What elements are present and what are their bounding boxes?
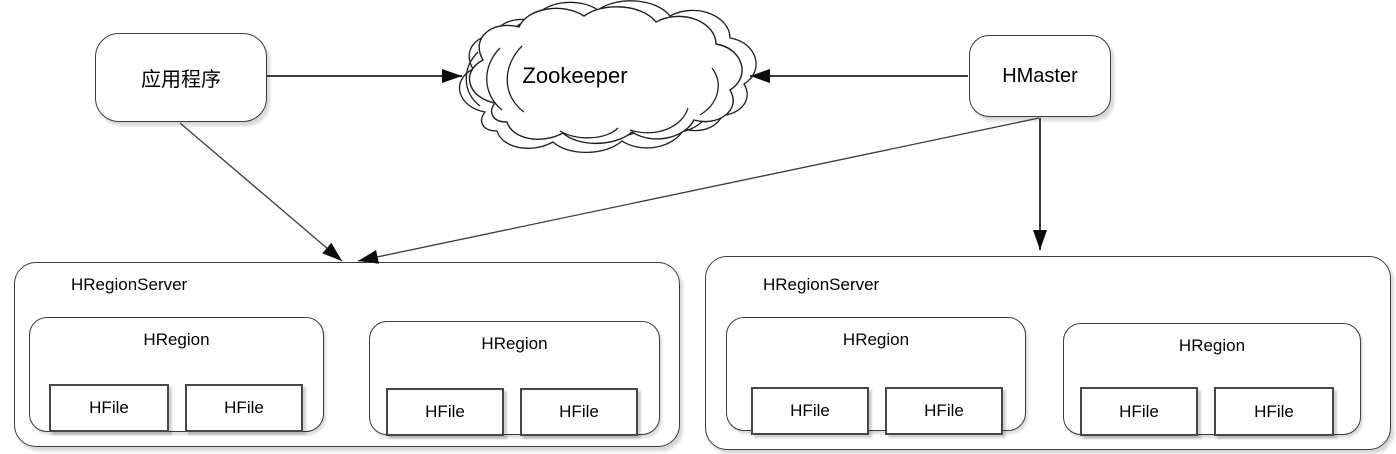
- zookeeper-label: Zookeeper: [522, 63, 628, 88]
- hregion-label: HRegion: [842, 330, 910, 349]
- application-label: 应用程序: [141, 69, 221, 91]
- hfile: HFile: [49, 384, 169, 432]
- cloud-detail: [486, 47, 503, 111]
- hfile-label: HFile: [224, 398, 264, 417]
- zookeeper-label-box: Zookeeper: [510, 60, 640, 92]
- region-server-2: HRegionServer HRegion HFile HFile HRegio…: [705, 256, 1391, 450]
- hregion: HRegion HFile HFile: [29, 317, 324, 432]
- hfile-label: HFile: [790, 401, 830, 420]
- hfile-label: HFile: [924, 401, 964, 420]
- hfile: HFile: [885, 387, 1003, 435]
- hregion: HRegion HFile HFile: [726, 317, 1026, 435]
- hmaster-node: HMaster: [969, 35, 1111, 117]
- arrow-hmaster-to-regionserver-1: [357, 117, 1040, 264]
- hfile-label: HFile: [1119, 401, 1159, 421]
- region-server-1: HRegionServer HRegion HFile HFile HRegio…: [14, 262, 680, 447]
- hregion-label: HRegion: [143, 330, 210, 349]
- arrow-app-to-regionserver-1: [179, 122, 343, 262]
- hfile-label: HFile: [559, 402, 599, 421]
- region-server-label: HRegionServer: [763, 275, 880, 294]
- hfile: HFile: [185, 384, 303, 432]
- hregion: HRegion HFile HFile: [1063, 323, 1361, 436]
- cloud-detail: [629, 107, 689, 134]
- application-node: 应用程序: [95, 33, 267, 122]
- hregion: HRegion HFile HFile: [369, 321, 660, 436]
- hregion-label: HRegion: [481, 334, 548, 353]
- hfile-label: HFile: [1254, 401, 1294, 421]
- cloud-detail: [699, 67, 719, 116]
- hfile-label: HFile: [89, 398, 129, 417]
- hregion-label: HRegion: [1178, 336, 1246, 355]
- hfile: HFile: [1080, 387, 1198, 436]
- hmaster-label: HMaster: [1002, 64, 1078, 87]
- cloud-detail: [465, 51, 481, 107]
- hfile: HFile: [386, 388, 504, 436]
- hfile: HFile: [520, 388, 638, 436]
- hfile: HFile: [1214, 387, 1334, 436]
- hfile-label: HFile: [425, 402, 465, 421]
- hfile: HFile: [751, 387, 869, 435]
- region-server-label: HRegionServer: [71, 275, 188, 294]
- cloud-detail: [559, 127, 619, 139]
